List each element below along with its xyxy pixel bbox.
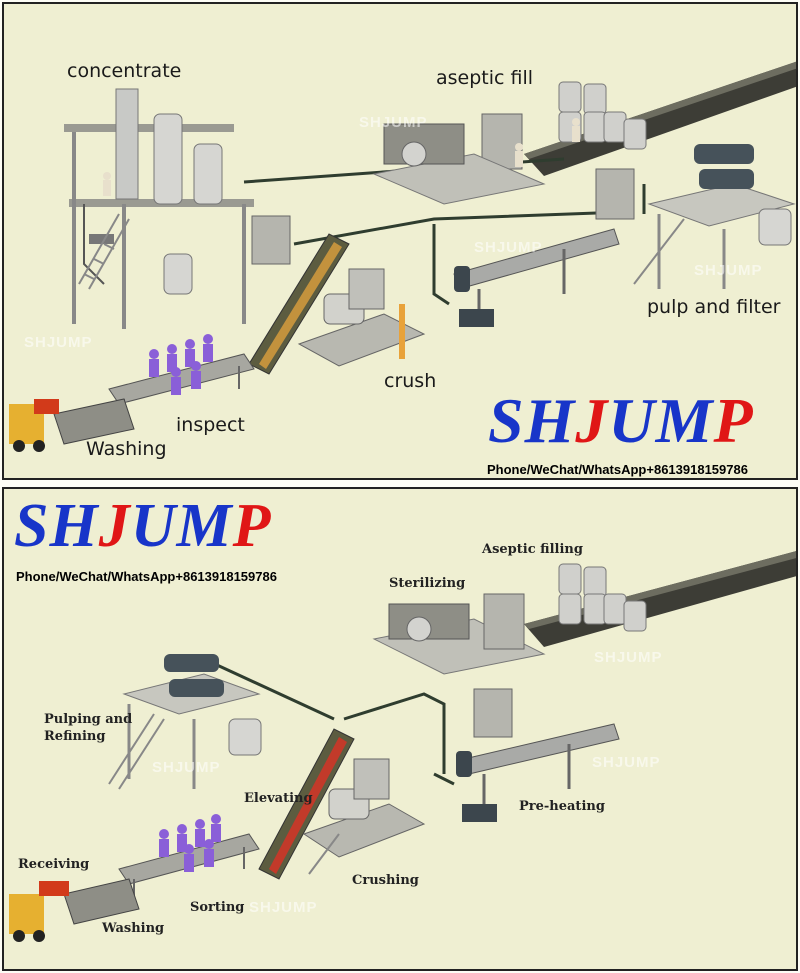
contact-phone: Phone/WeChat/WhatsApp+8613918159786 <box>487 462 748 477</box>
control-cabinet-icon <box>595 168 635 220</box>
washing-tank-icon <box>53 398 135 445</box>
sterilizer-icon <box>372 603 546 675</box>
watermark: SHJUMP <box>594 649 663 666</box>
brand-logo: SHJUMP <box>14 491 272 562</box>
bottom-line-illustration <box>9 551 796 942</box>
label-aseptic-fill: aseptic fill <box>436 67 534 89</box>
watermark: SHJUMP <box>24 334 93 351</box>
contact-phone: Phone/WeChat/WhatsApp+8613918159786 <box>16 569 277 584</box>
forklift-icon <box>9 881 69 942</box>
logo-part: P <box>232 492 272 560</box>
label-washing: Washing <box>86 438 167 460</box>
conveyor-belt-icon <box>258 728 355 880</box>
label-sorting: Sorting <box>190 900 245 915</box>
watermark: SHJUMP <box>474 239 543 256</box>
label-sterilizing: Sterilizing <box>389 576 466 591</box>
label-inspect: inspect <box>176 414 245 436</box>
brand-logo: SHJUMP <box>488 384 754 458</box>
top-process-diagram: SHJUMP SHJUMP SHJUMP SHJUMP concentrate … <box>2 2 798 480</box>
label-receiving: Receiving <box>18 857 90 872</box>
label-pulp-and-filter: pulp and filter <box>647 296 781 318</box>
logo-part: SH <box>14 492 99 560</box>
top-line-illustration <box>9 61 796 452</box>
label-aseptic-filling: Aseptic filling <box>482 542 583 557</box>
crusher-icon <box>297 268 426 367</box>
control-cabinet-icon <box>473 688 513 738</box>
logo-part: UM <box>608 385 714 456</box>
pipeline <box>203 657 455 786</box>
watermark: SHJUMP <box>152 759 221 776</box>
aseptic-tank-icon <box>558 563 647 632</box>
preheater-tube-icon <box>456 723 620 822</box>
watermark: SHJUMP <box>592 754 661 771</box>
stairs <box>78 213 130 290</box>
logo-part: J <box>575 385 609 456</box>
pulper-icon <box>108 654 262 790</box>
control-cabinet-icon <box>251 215 291 265</box>
preheater-tube-icon <box>453 228 620 327</box>
aseptic-tank-icon <box>558 81 647 150</box>
logo-part: UM <box>130 492 233 560</box>
washing-tank-icon <box>63 878 140 925</box>
label-pulping-and-refining-line2: Refining <box>44 729 106 744</box>
watermark: SHJUMP <box>359 114 428 131</box>
crusher-icon <box>302 758 426 875</box>
forklift-icon <box>9 399 59 452</box>
label-crushing: Crushing <box>352 873 419 888</box>
label-pulping-and-refining: Pulping and <box>44 712 133 727</box>
watermark: SHJUMP <box>694 262 763 279</box>
worker-icon <box>103 118 580 196</box>
control-cabinet-icon <box>483 593 525 650</box>
label-crush: crush <box>384 370 437 392</box>
label-washing: Washing <box>102 921 165 936</box>
bottom-process-diagram: SHJUMP SHJUMP SHJUMP SHJUMP SHJUMP Phone… <box>2 487 798 971</box>
label-concentrate: concentrate <box>67 60 182 82</box>
logo-part: SH <box>488 385 576 456</box>
conveyor-belt-icon <box>248 233 350 375</box>
label-elevating: Elevating <box>244 791 313 806</box>
evaporator-tower-icon <box>64 88 254 329</box>
label-pre-heating: Pre-heating <box>519 799 605 814</box>
worker-icon <box>149 334 213 395</box>
watermark: SHJUMP <box>249 899 318 916</box>
aseptic-filler-icon <box>372 123 546 205</box>
pulper-icon <box>633 144 796 289</box>
logo-part: P <box>713 385 754 456</box>
worker-icon <box>159 814 221 872</box>
logo-part: J <box>98 492 131 560</box>
